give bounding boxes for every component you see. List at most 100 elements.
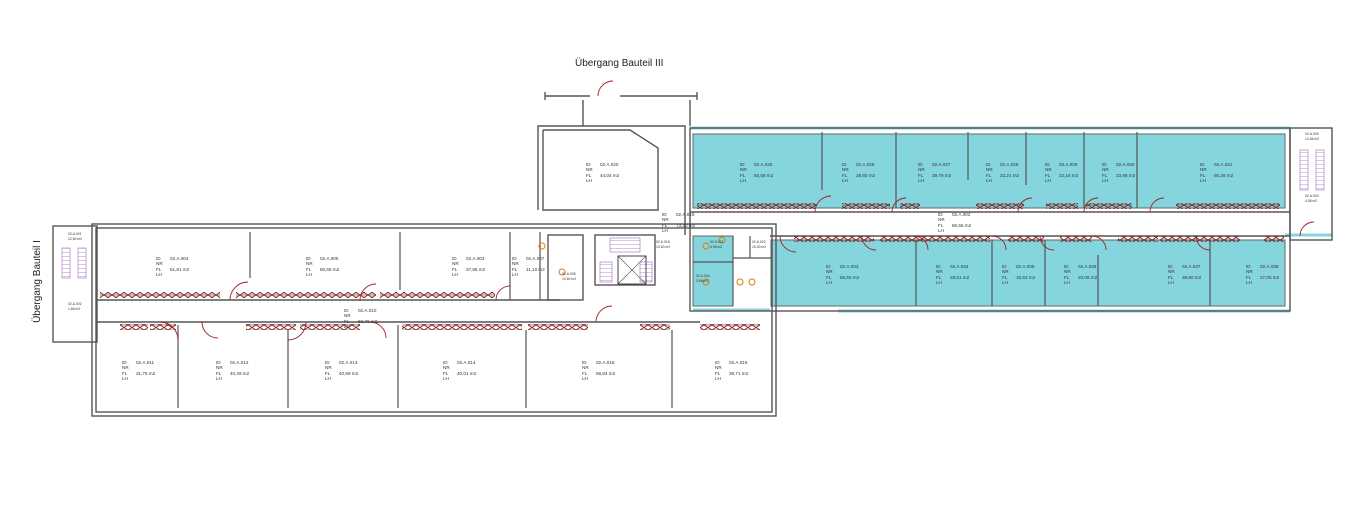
room-id: 02.A.004 bbox=[170, 256, 189, 261]
title-left: Übergang Bauteil I bbox=[31, 240, 43, 323]
field-key: LH bbox=[715, 376, 721, 382]
field-key: FL bbox=[1045, 172, 1051, 178]
field-key: FL bbox=[1168, 274, 1174, 280]
field-key: ID bbox=[1102, 162, 1107, 167]
room-area: 73,30 m2 bbox=[676, 222, 696, 228]
room-id: 02.A.036 bbox=[1078, 264, 1097, 269]
room-id: 02.A.019 bbox=[676, 212, 695, 217]
room-area: 40,01 m2 bbox=[457, 370, 477, 376]
field-key: ID bbox=[662, 212, 667, 217]
field-key: FL bbox=[582, 370, 588, 376]
room-area: 51,81 m2 bbox=[170, 266, 190, 272]
room-id: 02.A.029 bbox=[856, 162, 875, 167]
room-id: 02.A.001 bbox=[68, 232, 82, 236]
field-key: FL bbox=[1200, 172, 1206, 178]
field-key: NR bbox=[1102, 167, 1109, 173]
room-area: 22,16 m2 bbox=[1059, 172, 1079, 178]
field-key: FL bbox=[662, 222, 668, 228]
room-id: 02.A.033 bbox=[840, 264, 859, 269]
partitions bbox=[177, 132, 1211, 408]
field-key: ID bbox=[512, 256, 517, 261]
field-key: FL bbox=[740, 172, 746, 178]
room-id: 02.A.025 bbox=[754, 162, 773, 167]
highlighted-rooms bbox=[690, 126, 1333, 313]
field-key: LH bbox=[740, 178, 746, 184]
field-key: FL bbox=[443, 370, 449, 376]
field-key: FL bbox=[306, 266, 312, 272]
room-id: 02.A.002 bbox=[952, 212, 971, 217]
field-key: ID bbox=[1246, 264, 1251, 269]
field-key: LH bbox=[938, 228, 944, 234]
field-key: LH bbox=[344, 324, 350, 330]
field-key: FL bbox=[156, 266, 162, 272]
field-key: ID bbox=[1200, 162, 1205, 167]
field-key: FL bbox=[986, 172, 992, 178]
field-key: FL bbox=[918, 172, 924, 178]
field-key: NR bbox=[938, 217, 945, 223]
field-key: LH bbox=[1168, 280, 1174, 286]
room-area: 28,51 m2 bbox=[950, 274, 970, 280]
field-key: FL bbox=[122, 370, 128, 376]
room-area: 40,69 m2 bbox=[339, 370, 359, 376]
field-key: ID bbox=[1045, 162, 1050, 167]
radiator-bands bbox=[100, 203, 1284, 330]
field-key: NR bbox=[1064, 269, 1071, 275]
room-area: 50,58 m2 bbox=[754, 172, 774, 178]
field-key: NR bbox=[122, 365, 129, 371]
field-key: ID bbox=[1002, 264, 1007, 269]
field-key: ID bbox=[216, 360, 221, 365]
room-area: 86,55 m2 bbox=[952, 222, 972, 228]
field-key: FL bbox=[452, 266, 458, 272]
field-key: NR bbox=[1168, 269, 1175, 275]
stairs bbox=[61, 149, 1325, 285]
field-key: ID bbox=[842, 162, 847, 167]
room-id: 02.A.013 bbox=[339, 360, 358, 365]
field-key: NR bbox=[216, 365, 223, 371]
room-area: 12,66 m2 bbox=[1305, 136, 1320, 141]
field-key: LH bbox=[306, 272, 312, 278]
field-key: ID bbox=[156, 256, 161, 261]
field-key: FL bbox=[1002, 274, 1008, 280]
room-area: 11,10 m2 bbox=[526, 266, 545, 272]
field-key: FL bbox=[842, 172, 848, 178]
room-area: 1,66 m2 bbox=[68, 306, 81, 311]
field-key: NR bbox=[740, 167, 747, 173]
room-area: 15,00 m2 bbox=[752, 244, 767, 249]
room-area: 10,60 m2 bbox=[562, 276, 577, 281]
room-id: 02.A.007 bbox=[526, 256, 545, 261]
field-key: NR bbox=[452, 261, 459, 267]
field-key: LH bbox=[512, 272, 518, 278]
room-id: 02.A.012 bbox=[230, 360, 249, 365]
room-id: 02.A.031 bbox=[1214, 162, 1233, 167]
field-key: ID bbox=[1064, 264, 1069, 269]
field-key: LH bbox=[156, 272, 162, 278]
field-key: ID bbox=[826, 264, 831, 269]
field-key: NR bbox=[512, 261, 519, 267]
room-id: 02.A.008 bbox=[562, 272, 576, 276]
field-key: NR bbox=[936, 269, 943, 275]
room-area: 27,05 m2 bbox=[1260, 274, 1280, 280]
room-area: 40,29 m2 bbox=[230, 370, 250, 376]
field-key: NR bbox=[918, 167, 925, 173]
field-key: ID bbox=[344, 308, 349, 313]
field-key: NR bbox=[586, 167, 593, 173]
field-key: LH bbox=[325, 376, 331, 382]
field-key: LH bbox=[826, 280, 832, 286]
room-id: 02.A.029 bbox=[1059, 162, 1078, 167]
